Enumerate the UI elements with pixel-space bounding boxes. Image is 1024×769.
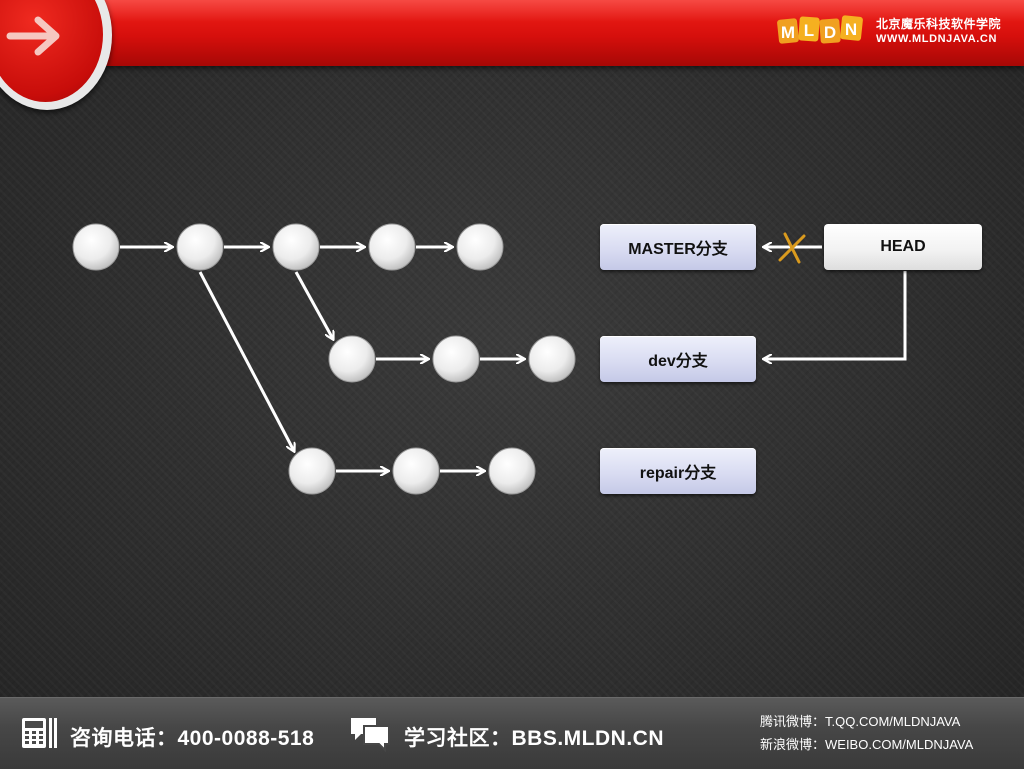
head-pointer: HEAD [824,224,982,270]
footer-bar [0,697,1024,769]
footer-phone: 咨询电话：400-0088-518 [70,727,315,750]
cross-mark-icon [778,232,806,264]
svg-text:L: L [804,21,814,40]
arrow-right-icon [6,16,60,56]
branch-dev: dev分支 [600,336,756,382]
mldn-logo: M L D N [777,15,863,44]
commit-node [528,335,576,383]
brand-name: 北京魔乐科技软件学院 [876,17,1002,31]
commit-node [272,223,320,271]
svg-text:M: M [781,23,795,42]
phone-icon [22,718,57,748]
commit-node [176,223,224,271]
commit-node [488,447,536,495]
branch-arrow-dev [294,271,333,339]
brand-url: WWW.MLDNJAVA.CN [876,33,998,45]
footer-weibo-sina: 新浪微博：WEIBO.COM/MLDNJAVA [760,737,974,752]
footer-forum: 学习社区：BBS.MLDN.CN [404,727,664,750]
branch-master: MASTER分支 [600,224,756,270]
head-to-dev-arrow [764,271,907,359]
commit-node [392,447,440,495]
footer-weibo-tencent: 腾讯微博：T.QQ.COM/MLDNJAVA [760,714,961,729]
svg-text:N: N [845,20,857,39]
commit-node [368,223,416,271]
svg-text:D: D [824,23,836,42]
commit-node [72,223,120,271]
commit-node [328,335,376,383]
chat-bubbles-icon [351,718,390,752]
commit-node [432,335,480,383]
branch-repair: repair分支 [600,448,756,494]
branch-arrow-repair [198,271,294,451]
commit-node [288,447,336,495]
commit-node [456,223,504,271]
